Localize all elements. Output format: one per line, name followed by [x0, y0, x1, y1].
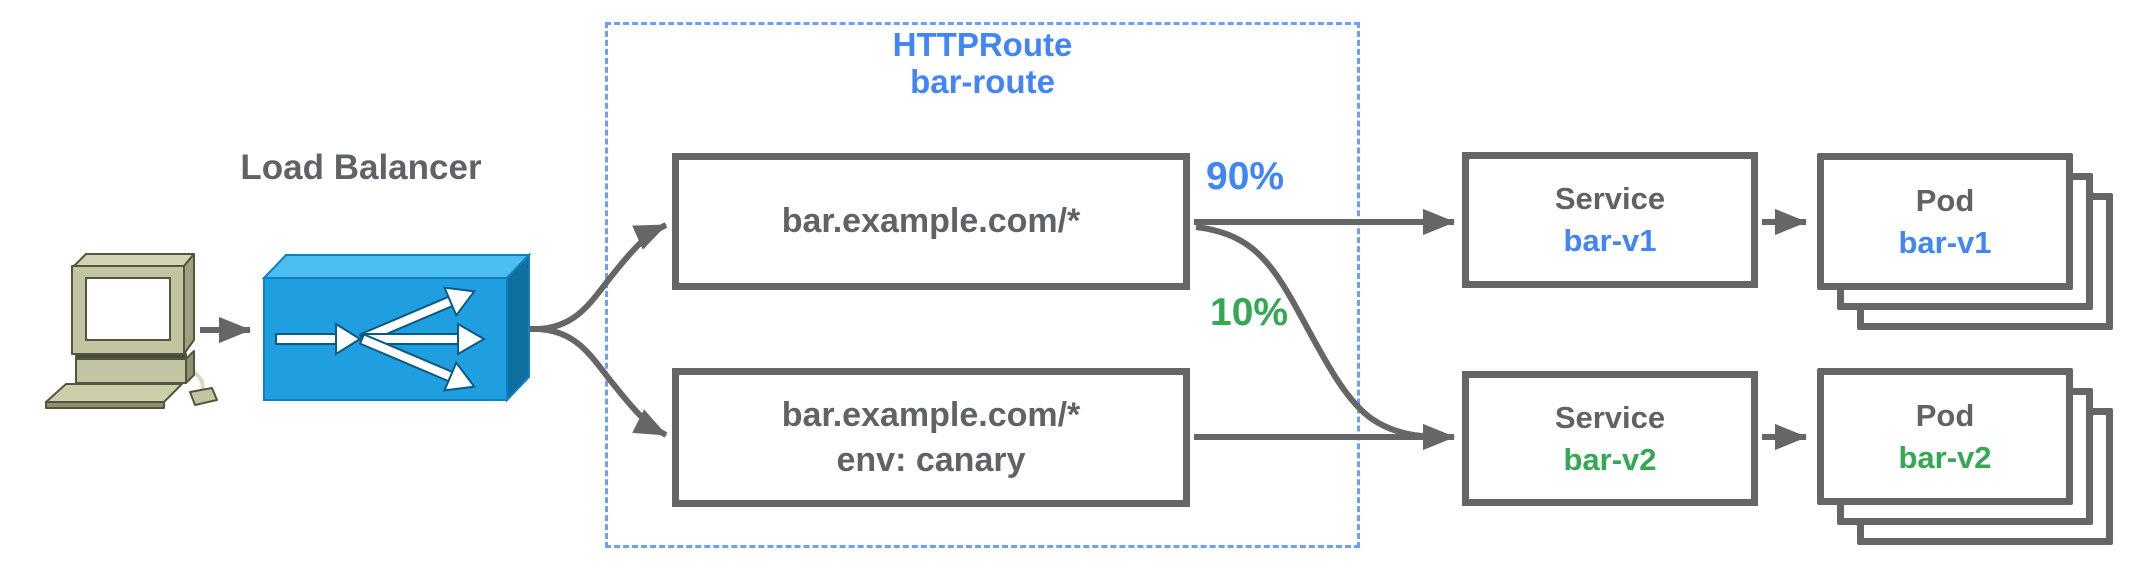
service-bar-v1-box: Service bar-v1 [1462, 152, 1758, 288]
route-rule-1-box: bar.example.com/* [672, 153, 1190, 290]
route-rule-2-box: bar.example.com/* env: canary [672, 368, 1190, 507]
pod-v2-name: bar-v2 [1898, 439, 1992, 475]
pod-card-bar-v2: Pod bar-v2 [1817, 368, 2073, 505]
route-rule-1-match: bar.example.com/* [781, 202, 1081, 240]
httproute-name-label: bar-route [910, 63, 1055, 100]
load-balancer-label: Load Balancer [240, 148, 482, 187]
service-bar-v2-box: Service bar-v2 [1462, 371, 1758, 506]
weight-label-90: 90% [1206, 155, 1285, 198]
pod-v2-type-label: Pod [1915, 397, 1975, 433]
pod-v1-type-label: Pod [1915, 182, 1975, 218]
service-v1-name: bar-v1 [1563, 223, 1657, 258]
desktop-computer-icon [45, 253, 218, 409]
pod-stack-bar-v2: Pod bar-v2 [1817, 368, 2114, 546]
weight-label-10: 10% [1210, 291, 1289, 334]
service-v1-type-label: Service [1554, 181, 1666, 216]
httproute-title: HTTPRoute bar-route [605, 26, 1360, 100]
route-rule-2-match: bar.example.com/* [781, 395, 1081, 434]
pod-stack-bar-v1: Pod bar-v1 [1817, 153, 2114, 331]
pod-v1-name: bar-v1 [1898, 224, 1992, 260]
httproute-kind-label: HTTPRoute [892, 26, 1073, 63]
pod-card-bar-v1: Pod bar-v1 [1817, 153, 2073, 290]
service-v2-name: bar-v2 [1563, 441, 1657, 477]
load-balancer-icon [262, 252, 532, 402]
route-rule-2-header-match: env: canary [836, 440, 1026, 479]
service-v2-type-label: Service [1554, 399, 1666, 435]
